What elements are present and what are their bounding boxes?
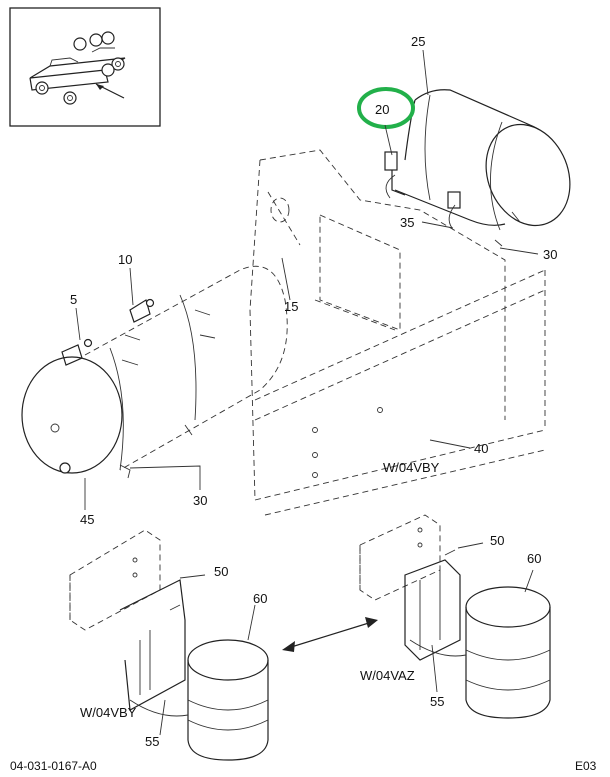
callout-20: 20 bbox=[375, 102, 389, 117]
callout-5: 5 bbox=[70, 292, 77, 307]
callout-45: 45 bbox=[80, 512, 94, 527]
callout-40: 40 bbox=[474, 441, 488, 456]
drawing-number: 04-031-0167-A0 bbox=[10, 759, 97, 773]
callout-10: 10 bbox=[118, 252, 132, 267]
callout-labels: 25 20 35 30 10 5 15 40 W/04VBY 45 30 50 … bbox=[70, 34, 557, 749]
callout-30-upper: 30 bbox=[543, 247, 557, 262]
callout-25: 25 bbox=[411, 34, 425, 49]
bracket-assembly-left bbox=[69, 529, 269, 761]
callout-35: 35 bbox=[400, 215, 414, 230]
callout-55-right: 55 bbox=[430, 694, 444, 709]
callout-55-left: 55 bbox=[145, 734, 159, 749]
callout-15: 15 bbox=[284, 299, 298, 314]
variant-label-right: W/04VAZ bbox=[360, 668, 415, 683]
callout-50-left: 50 bbox=[214, 564, 228, 579]
frame-crossmember bbox=[249, 149, 506, 501]
sheet-id: E03 bbox=[575, 759, 597, 773]
truck-chassis-sketch bbox=[29, 31, 126, 105]
interchange-arrow bbox=[282, 617, 378, 652]
variant-label-left: W/04VBY bbox=[80, 705, 137, 720]
callout-60-left: 60 bbox=[253, 591, 267, 606]
bracket-assembly-right bbox=[359, 514, 551, 719]
frame-rail bbox=[254, 269, 546, 516]
callout-30-lower: 30 bbox=[193, 493, 207, 508]
callout-50-right: 50 bbox=[490, 533, 504, 548]
tank-upper-small bbox=[384, 89, 571, 247]
locator-inset bbox=[9, 7, 161, 127]
variant-label-main: W/04VBY bbox=[383, 460, 440, 475]
callout-60-right: 60 bbox=[527, 551, 541, 566]
tank-large bbox=[21, 265, 288, 479]
leader-lines bbox=[75, 49, 539, 510]
highlight-circle bbox=[357, 87, 415, 129]
